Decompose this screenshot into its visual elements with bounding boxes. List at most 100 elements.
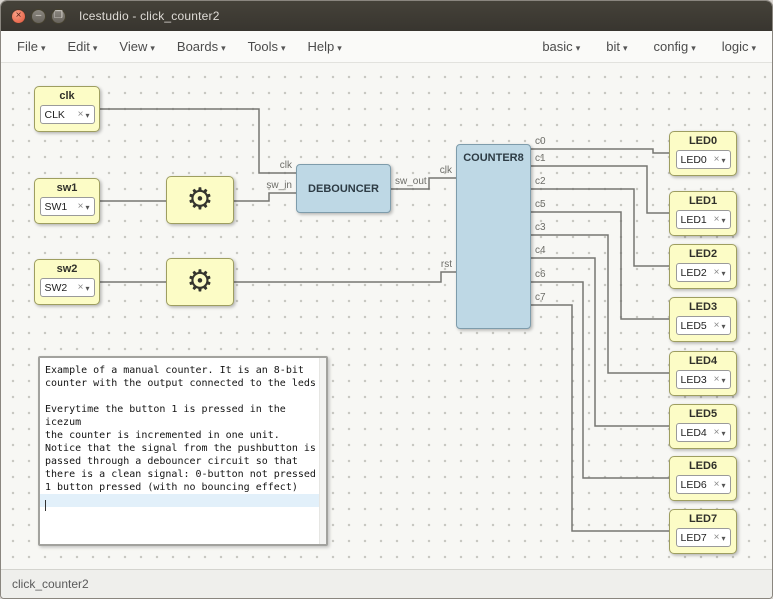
clear-icon[interactable]: × (713, 320, 720, 331)
text-cursor (45, 500, 46, 511)
menu-logic[interactable]: logic (722, 39, 756, 54)
block-title: LED6 (688, 460, 718, 472)
pin-value: SW2 (44, 281, 68, 294)
pin-value: LED3 (680, 373, 707, 386)
pin-value: LED1 (680, 213, 707, 226)
port-label-c7: c7 (535, 292, 546, 303)
pin-value: LED2 (680, 266, 707, 279)
pin-select[interactable]: LED7 × (675, 528, 731, 547)
port-label-c1: c1 (535, 153, 546, 164)
clear-icon[interactable]: × (713, 532, 720, 543)
pin-select[interactable]: LED5 × (675, 316, 731, 335)
block-led3[interactable]: LED3 LED5 × (669, 297, 737, 342)
menu-edit[interactable]: Edit (67, 39, 97, 54)
port-label-c3: c3 (535, 222, 546, 233)
gear-icon: ⚙ (186, 183, 214, 216)
pin-select[interactable]: CLK × (39, 105, 95, 124)
note-text: Example of a manual counter. It is an 8-… (45, 365, 316, 493)
minimize-icon: – (35, 10, 42, 21)
clear-icon[interactable]: × (713, 267, 720, 278)
pin-value: CLK (44, 108, 65, 121)
block-led5[interactable]: LED5 LED4 × (669, 404, 737, 449)
menu-boards[interactable]: Boards (177, 39, 226, 54)
block-led1[interactable]: LED1 LED1 × (669, 191, 737, 236)
statusbar: click_counter2 (1, 569, 772, 598)
maximize-icon: ❐ (54, 10, 63, 21)
pin-value: SW1 (44, 200, 68, 213)
collection-menus: basic bit config logic (516, 39, 756, 54)
block-led0[interactable]: LED0 LED0 × (669, 131, 737, 176)
block-title: LED3 (688, 301, 718, 313)
pin-select[interactable]: LED2 × (675, 263, 731, 282)
pin-value: LED4 (680, 426, 707, 439)
chevron-down-icon (85, 201, 89, 213)
window-title: Icestudio - click_counter2 (79, 9, 220, 23)
clear-icon[interactable]: × (713, 214, 720, 225)
chevron-down-icon (721, 154, 725, 166)
pin-select[interactable]: LED4 × (675, 423, 731, 442)
block-counter8[interactable]: COUNTER8 (456, 144, 531, 329)
minimize-button[interactable]: – (31, 8, 46, 24)
block-title: sw2 (56, 263, 78, 275)
port-label-sw-in: sw_in (266, 180, 292, 191)
block-input-sw1[interactable]: sw1 SW1 × (34, 178, 100, 224)
clear-icon[interactable]: × (713, 427, 720, 438)
port-label-c6: c6 (535, 269, 546, 280)
block-debouncer[interactable]: DEBOUNCER (296, 164, 391, 213)
port-label-c4: c4 (535, 245, 546, 256)
port-label-c5: c5 (535, 199, 546, 210)
menu-basic[interactable]: basic (542, 39, 580, 54)
titlebar: × – ❐ Icestudio - click_counter2 (1, 1, 772, 31)
note-scrollbar[interactable] (319, 358, 326, 544)
block-led2[interactable]: LED2 LED2 × (669, 244, 737, 289)
menu-help[interactable]: Help (308, 39, 342, 54)
block-input-sw2[interactable]: sw2 SW2 × (34, 259, 100, 305)
chevron-down-icon (721, 320, 725, 332)
port-label-clk: clk (279, 160, 292, 171)
block-led6[interactable]: LED6 LED6 × (669, 456, 737, 501)
gear-block[interactable]: ⚙ (166, 258, 234, 306)
block-title: LED7 (688, 513, 718, 525)
block-input-clk[interactable]: clk CLK × (34, 86, 100, 132)
menu-bit[interactable]: bit (606, 39, 627, 54)
pin-select[interactable]: LED6 × (675, 475, 731, 494)
pin-value: LED7 (680, 531, 707, 544)
block-title: clk (59, 90, 75, 102)
menu-config[interactable]: config (653, 39, 695, 54)
close-button[interactable]: × (11, 8, 26, 24)
chevron-down-icon (721, 479, 725, 491)
note-block[interactable]: Example of a manual counter. It is an 8-… (38, 356, 328, 546)
clear-icon[interactable]: × (713, 154, 720, 165)
clear-icon[interactable]: × (713, 374, 720, 385)
block-title: LED0 (688, 135, 718, 147)
clear-icon[interactable]: × (77, 109, 84, 120)
pin-select[interactable]: SW2 × (39, 278, 95, 297)
clear-icon[interactable]: × (713, 479, 720, 490)
block-led4[interactable]: LED4 LED3 × (669, 351, 737, 396)
menu-tools[interactable]: Tools (248, 39, 286, 54)
menu-view[interactable]: View (119, 39, 154, 54)
pin-value: LED6 (680, 478, 707, 491)
maximize-button[interactable]: ❐ (51, 8, 66, 24)
gear-block[interactable]: ⚙ (166, 176, 234, 224)
block-led7[interactable]: LED7 LED7 × (669, 509, 737, 554)
pin-select[interactable]: SW1 × (39, 197, 95, 216)
chevron-down-icon (721, 267, 725, 279)
port-label-c0: c0 (535, 136, 546, 147)
pin-select[interactable]: LED3 × (675, 370, 731, 389)
chevron-down-icon (721, 214, 725, 226)
block-title: LED5 (688, 408, 718, 420)
pin-select[interactable]: LED0 × (675, 150, 731, 169)
close-icon: × (15, 10, 22, 21)
chevron-down-icon (85, 109, 89, 121)
pin-value: LED0 (680, 153, 707, 166)
menu-file[interactable]: File (17, 39, 45, 54)
chevron-down-icon (721, 532, 725, 544)
block-title: LED1 (688, 195, 718, 207)
clear-icon[interactable]: × (77, 201, 84, 212)
clear-icon[interactable]: × (77, 282, 84, 293)
block-title: LED2 (688, 248, 718, 260)
pin-select[interactable]: LED1 × (675, 210, 731, 229)
active-line (40, 494, 326, 511)
